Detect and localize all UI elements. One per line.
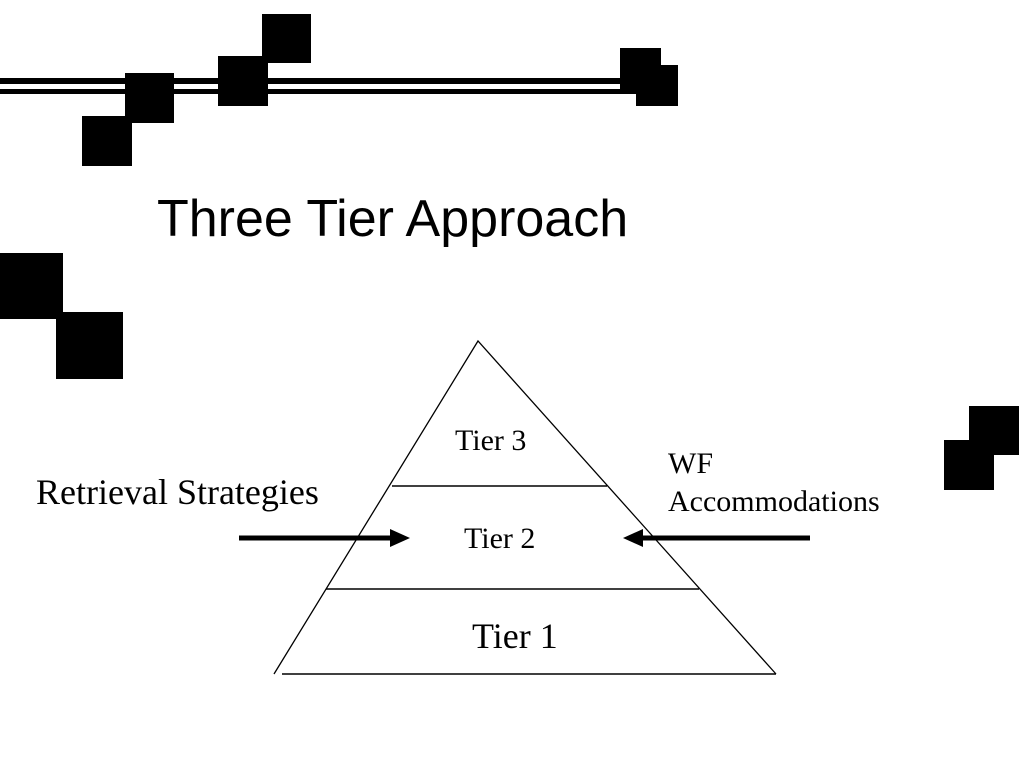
decor-square xyxy=(636,65,678,106)
tier-3-label: Tier 3 xyxy=(455,424,527,457)
pyramid-outline xyxy=(273,339,777,675)
wf-accommodations-label: WF Accommodations xyxy=(668,445,880,521)
wf-accommodations-line-2: Accommodations xyxy=(668,485,880,518)
right-arrow-head xyxy=(623,529,643,547)
decor-square xyxy=(944,440,994,490)
tier-1-label: Tier 1 xyxy=(472,616,558,656)
left-arrow-head xyxy=(390,529,410,547)
decor-square xyxy=(218,56,268,106)
retrieval-strategies-label: Retrieval Strategies xyxy=(36,472,319,512)
slide-title: Three Tier Approach xyxy=(157,190,629,248)
top-rule-upper xyxy=(0,78,640,84)
decor-square xyxy=(262,14,311,63)
decor-square xyxy=(82,116,132,166)
decor-square xyxy=(0,253,63,319)
decor-square xyxy=(125,73,174,123)
decor-square xyxy=(56,312,123,379)
top-rule-lower xyxy=(0,89,640,94)
tier-2-label: Tier 2 xyxy=(464,522,536,555)
wf-accommodations-line-1: WF xyxy=(668,447,713,480)
